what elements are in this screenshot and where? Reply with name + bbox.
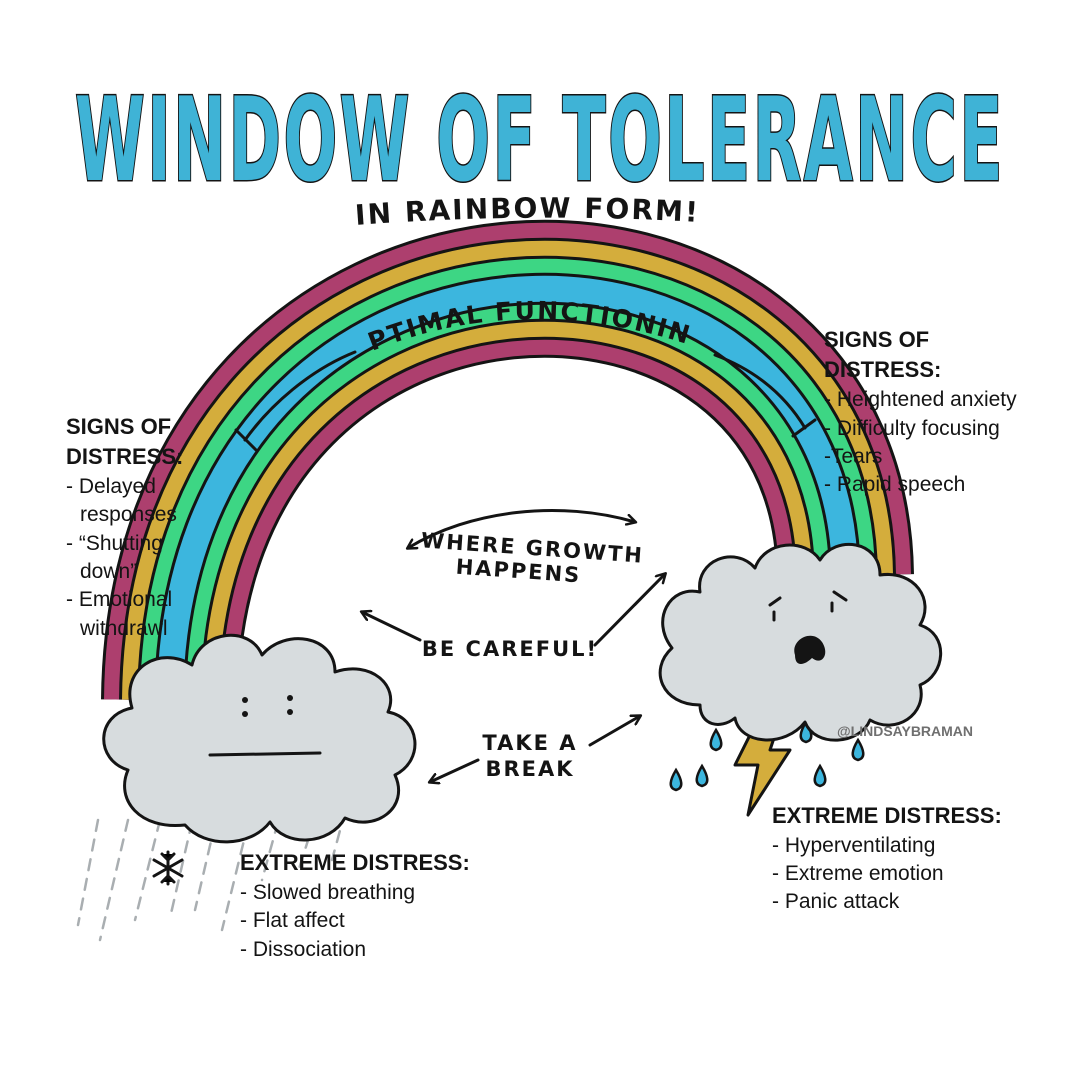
right-distress-list: SIGNS OF DISTRESS: - Heightened anxiety … — [824, 327, 1017, 496]
break-label-line1: TAKE A — [482, 731, 577, 755]
right-extreme-item: - Panic attack — [772, 890, 900, 913]
break-label-line2: BREAK — [485, 757, 574, 781]
right-distress-heading-1: SIGNS OF — [824, 327, 929, 352]
credit-label: @LINDSAYBRAMAN — [837, 723, 973, 739]
careful-label: BE CAREFUL! — [422, 637, 598, 661]
left-distress-item: - Emotional — [66, 588, 172, 611]
left-extreme-item: - Flat affect — [240, 909, 345, 932]
left-distress-item: withdrawl — [79, 617, 168, 640]
break-arrow-right — [588, 716, 640, 747]
growth-arrow — [408, 509, 635, 548]
left-distress-list: SIGNS OF DISTRESS: - Delayed responses -… — [66, 414, 183, 640]
right-distress-item: - Heightened anxiety — [824, 388, 1017, 411]
left-extreme-item: - Slowed breathing — [240, 881, 415, 904]
distressed-cloud — [658, 543, 943, 742]
left-extreme-item: - Dissociation — [240, 938, 366, 961]
left-distress-item: - “Shutting — [66, 532, 163, 555]
left-distress-item: responses — [80, 503, 177, 526]
optimal-bracket — [234, 350, 817, 452]
raindrop-icon — [669, 719, 865, 792]
right-distress-item: -Tears — [824, 445, 882, 468]
left-distress-heading-2: DISTRESS: — [66, 444, 183, 469]
calm-cloud — [102, 633, 417, 844]
page-title: WINDOW OF TOLERANCE — [75, 73, 1005, 208]
left-extreme-heading: EXTREME DISTRESS: — [240, 850, 470, 875]
left-distress-item: - Delayed — [66, 475, 156, 498]
right-extreme-heading: EXTREME DISTRESS: — [772, 803, 1002, 828]
right-extreme-item: - Extreme emotion — [772, 862, 944, 885]
break-arrow-left — [430, 758, 480, 782]
rainbow-band-inner — [157, 275, 858, 701]
right-extreme-item: - Hyperventilating — [772, 834, 935, 857]
right-distress-item: - Rapid speech — [824, 473, 965, 496]
snowflake-icon — [152, 850, 184, 886]
careful-arrow-left — [362, 612, 422, 642]
left-distress-heading-1: SIGNS OF — [66, 414, 171, 439]
left-distress-item: down” — [80, 560, 137, 583]
rainbow — [101, 219, 914, 702]
left-extreme-list: EXTREME DISTRESS: - Slowed breathing - F… — [240, 850, 470, 961]
right-extreme-list: EXTREME DISTRESS: - Hyperventilating - E… — [772, 803, 1002, 913]
careful-arrow-right — [593, 574, 665, 647]
right-distress-item: - Difficulty focusing — [824, 417, 1000, 440]
right-distress-heading-2: DISTRESS: — [824, 357, 941, 382]
